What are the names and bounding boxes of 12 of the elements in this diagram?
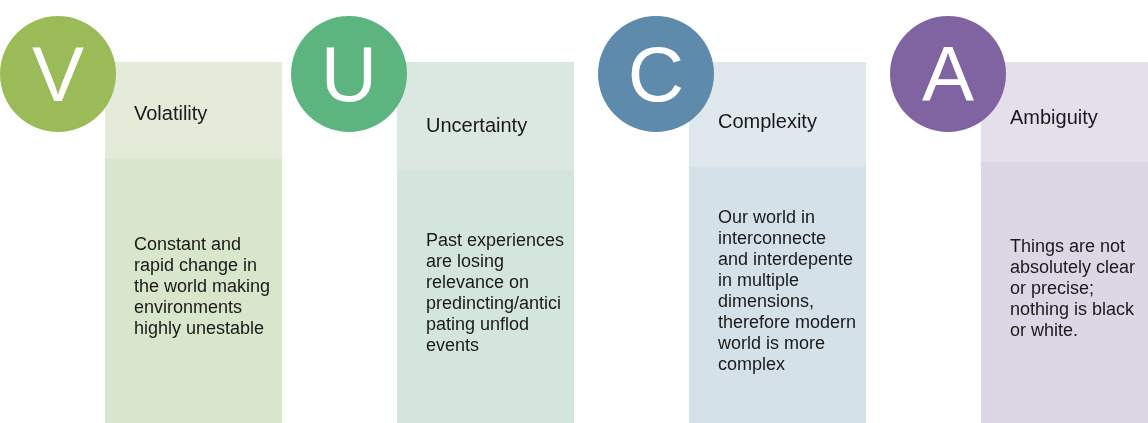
column-panel <box>981 62 1148 423</box>
heading: Uncertainty <box>426 113 528 138</box>
column-panel <box>397 62 574 423</box>
description: Past experiences are losing relevance on predincting/anticipating unflod events <box>426 229 566 356</box>
description: Constant and rapid change in the world making environments highly unestable <box>134 234 272 339</box>
description: Our world in interconnecte and interdepente in multiple dimensions, therefore modern world is more complex <box>718 206 858 375</box>
column-panel <box>105 62 282 423</box>
heading: Complexity <box>718 109 817 134</box>
description: Things are not absolutely clear or precise; nothing is black or white. <box>1010 236 1137 341</box>
heading: Ambiguity <box>1010 105 1098 130</box>
heading: Volatility <box>134 101 208 126</box>
column-panel <box>689 62 866 423</box>
